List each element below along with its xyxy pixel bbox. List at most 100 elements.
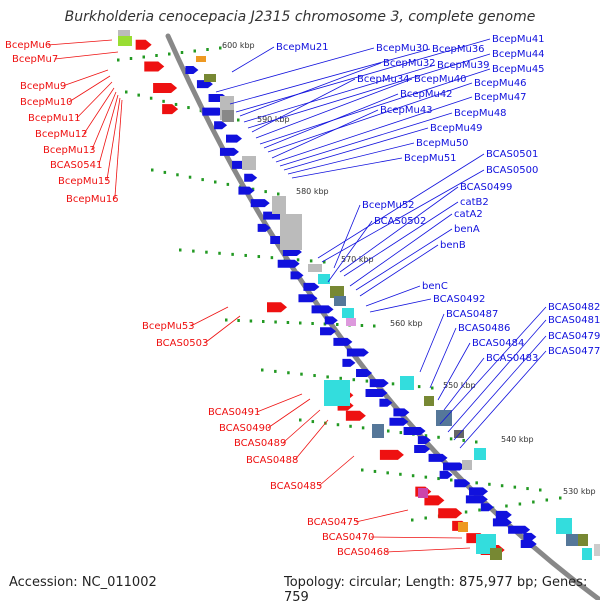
- forward-gene-arrow: [424, 495, 445, 506]
- tick-dash: [174, 102, 178, 106]
- leader-line: [247, 53, 491, 129]
- reverse-gene-arrow: [250, 199, 270, 208]
- gene-label-bcepmu48: BcepMu48: [454, 108, 507, 119]
- reverse-gene-arrow: [443, 462, 466, 471]
- tick-dash: [437, 435, 440, 439]
- accession-text: Accession: NC_011002: [9, 575, 157, 590]
- reverse-gene-arrow: [520, 539, 537, 548]
- gene-label-bcas0492: BCAS0492: [433, 294, 485, 305]
- leader-line: [68, 75, 111, 103]
- tick-dash: [336, 323, 339, 326]
- mobile-element-block: [594, 544, 600, 556]
- tick-dash: [545, 498, 549, 502]
- leader-line: [327, 220, 373, 283]
- forward-gene-arrow: [379, 449, 404, 460]
- tick-dash: [526, 487, 529, 491]
- leader-line: [267, 82, 473, 153]
- gene-label-bcas0468: BCAS0468: [337, 547, 389, 558]
- tick-label-550-kbp: 550 kbp: [443, 381, 476, 390]
- reverse-gene-arrow: [508, 525, 531, 534]
- leader-line: [369, 298, 432, 313]
- gene-label-bcas0502: BCAS0502: [374, 216, 426, 227]
- leader-line: [235, 38, 491, 113]
- mobile-element-block: [566, 534, 578, 546]
- leader-line: [365, 285, 421, 307]
- tick-dash: [257, 255, 261, 259]
- tick-dash: [309, 259, 313, 263]
- mobile-element-block: [424, 396, 434, 406]
- tick-dash: [559, 496, 562, 500]
- tick-dash: [137, 93, 140, 97]
- forward-gene-arrow: [438, 508, 463, 519]
- tick-dash: [151, 168, 154, 172]
- mobile-element-block: [400, 376, 414, 390]
- tick-dash: [149, 96, 153, 100]
- mobile-element-block: [118, 36, 132, 46]
- mobile-element-block: [462, 460, 472, 470]
- reverse-gene-arrow: [428, 453, 448, 462]
- tick-dash: [270, 256, 274, 260]
- tick-dash: [399, 431, 403, 435]
- mobile-element-block: [222, 110, 234, 122]
- tick-label-600-kbp: 600 kbp: [222, 41, 255, 50]
- leader-line: [439, 306, 547, 425]
- gene-label-bcepmu52: BcepMu52: [362, 200, 415, 211]
- tick-dash: [264, 190, 267, 194]
- gene-label-bcas0487: BCAS0487: [446, 309, 498, 320]
- mobile-element-block: [242, 156, 256, 170]
- tick-dash: [274, 369, 277, 373]
- tick-dash: [311, 420, 315, 424]
- gene-label-bcepmu46: BcepMu46: [474, 78, 527, 89]
- reverse-gene-arrow: [356, 369, 373, 378]
- tick-dash: [411, 518, 414, 522]
- leader-line: [256, 393, 303, 413]
- leader-line: [47, 39, 113, 46]
- leader-line: [231, 46, 275, 73]
- leader-line: [255, 78, 413, 139]
- tick-dash: [488, 482, 491, 486]
- tick-dash: [336, 423, 340, 427]
- tick-dash: [431, 386, 434, 390]
- tick-dash: [125, 90, 128, 94]
- leader-line: [271, 109, 379, 159]
- forward-gene-arrow: [135, 39, 152, 50]
- tick-dash: [237, 319, 240, 322]
- tick-dash: [532, 500, 535, 504]
- gene-label-bcepmu42: BcepMu42: [400, 89, 453, 100]
- tick-dash: [339, 376, 342, 380]
- tick-dash: [373, 469, 377, 473]
- tick-label-590-kbp: 590 kbp: [257, 115, 290, 124]
- reverse-gene-arrow: [492, 518, 512, 527]
- leader-line: [349, 213, 453, 287]
- leader-line: [370, 536, 463, 539]
- leader-line: [429, 327, 457, 389]
- reverse-gene-arrow: [379, 398, 393, 407]
- tick-dash: [311, 322, 314, 325]
- tick-dash: [226, 182, 230, 186]
- tick-dash: [391, 382, 395, 386]
- leader-line: [91, 91, 117, 151]
- tick-dash: [251, 187, 255, 191]
- gene-label-bcepmu16: BcepMu16: [66, 194, 119, 205]
- mobile-element-block: [474, 448, 486, 460]
- leader-line: [318, 455, 355, 487]
- leader-line: [359, 244, 439, 297]
- reverse-gene-arrow: [185, 66, 199, 75]
- tick-dash: [142, 55, 145, 59]
- gene-label-bcepmu11: BcepMu11: [28, 113, 81, 124]
- gene-label-bcas0488: BCAS0488: [246, 455, 298, 466]
- gene-label-bcepmu7: BcepMu7: [12, 54, 58, 65]
- mobile-element-block: [272, 196, 286, 214]
- reverse-gene-arrow: [365, 389, 388, 398]
- tick-dash: [365, 379, 369, 383]
- tick-dash: [262, 320, 265, 323]
- leader-line: [267, 398, 311, 429]
- leader-line: [385, 547, 471, 553]
- mobile-element-block: [318, 274, 330, 284]
- reverse-gene-arrow: [298, 294, 318, 303]
- gene-label-bcepmu44: BcepMu44: [492, 49, 545, 60]
- tick-dash: [349, 424, 352, 428]
- gene-label-bcepmu50: BcepMu50: [416, 138, 469, 149]
- tick-dash: [478, 508, 481, 512]
